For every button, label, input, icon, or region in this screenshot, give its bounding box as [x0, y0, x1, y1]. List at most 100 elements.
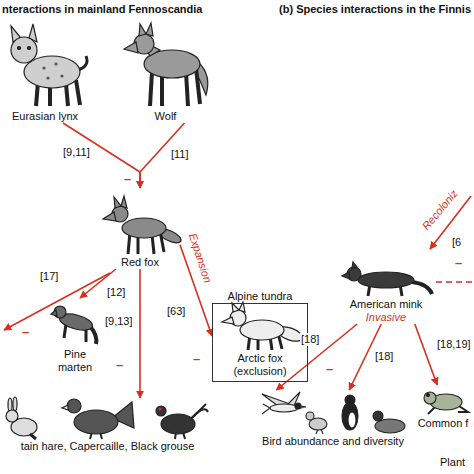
capercaillie-illustration-part [74, 410, 118, 434]
species-label: Pine marten [50, 348, 100, 374]
lynx-illustration-part [76, 80, 80, 105]
red-fox-illustration [103, 196, 183, 254]
mink-illustration-part [358, 272, 414, 288]
species-node: Pine marten [50, 298, 100, 374]
species-label: Common f [414, 417, 472, 430]
pine-marten-illustration-part [64, 324, 66, 338]
reference-number: [18] [374, 350, 394, 363]
illustration-space [50, 298, 100, 348]
birds-illustration-part [345, 395, 355, 405]
reference-number: [17] [40, 270, 58, 283]
species-label: Red fox [100, 256, 180, 269]
minus-sign: – [193, 352, 200, 365]
wolf-illustration [124, 23, 208, 106]
status-label: Invasive [338, 311, 434, 324]
frog-illustration-part [424, 392, 436, 404]
region-box: Alpine tundraArctic fox (exclusion) [212, 290, 308, 382]
pine-marten-illustration-part [51, 310, 57, 316]
process-label: Expansion [186, 232, 214, 285]
arctic-fox-illustration-part [232, 303, 239, 312]
species-label: tain hare, Capercaille, Black grouse [0, 440, 215, 453]
capercaillie-illustration-part [67, 399, 81, 413]
lynx-illustration-part [11, 37, 37, 63]
reference-number: [18,19] [436, 338, 472, 351]
reference-number: [18] [300, 333, 320, 346]
mink-illustration-part [412, 282, 432, 294]
lynx-illustration-part [66, 84, 68, 106]
birds-illustration-part [373, 411, 383, 421]
birds-illustration-part [348, 412, 356, 428]
red-fox-illustration-part [121, 196, 127, 208]
minus-sign: – [326, 362, 333, 375]
species-node: Wolf [118, 18, 213, 123]
mink-illustration-part [352, 262, 357, 268]
capercaillie-illustration-part [62, 405, 68, 410]
arctic-fox-illustration-part [240, 320, 284, 340]
illustration-space [0, 398, 215, 440]
lynx-illustration-part [24, 56, 80, 88]
birds-illustration-part [306, 412, 314, 420]
illustration-space [0, 18, 90, 110]
node-label: Plant [440, 456, 465, 469]
species-label: Eurasian lynx [0, 110, 90, 123]
lynx-illustration-part [18, 47, 21, 50]
leader-arrows [4, 196, 472, 330]
wolf-illustration-part [196, 68, 200, 104]
species-label: American mink [338, 298, 434, 311]
minus-sign: – [116, 358, 123, 371]
frog-illustration [424, 392, 468, 414]
species-label: Wolf [118, 110, 213, 123]
species-node: Red fox [100, 188, 180, 269]
black-grouse-illustration-part [156, 406, 166, 416]
black-grouse-illustration-part [159, 408, 162, 411]
interaction-arrow [63, 123, 140, 188]
region-heading: Alpine tundra [212, 290, 308, 303]
reference-number: [12] [106, 286, 126, 299]
reference-number: [11] [170, 148, 190, 161]
hare-illustration-part [6, 410, 18, 422]
reference-number: [63] [166, 305, 186, 318]
reference-number: [6 [452, 236, 461, 249]
interaction-arrow [276, 324, 357, 390]
red-fox-illustration-part [103, 212, 116, 221]
wolf-illustration-part [139, 24, 146, 36]
lynx-illustration [11, 24, 87, 106]
birds-illustration [262, 392, 405, 434]
wolf-illustration-part [186, 72, 188, 106]
black-grouse-illustration-part [161, 414, 195, 434]
leader-arrows-part [436, 281, 472, 283]
wolf-illustration-part [160, 74, 164, 106]
capercaillie-illustration [62, 399, 134, 439]
black-grouse-illustration-part [190, 404, 206, 420]
arctic-fox-illustration [222, 302, 304, 350]
interaction-arrow [415, 324, 437, 385]
process-label: Recoloniz [419, 187, 460, 232]
lynx-illustration-part [54, 62, 57, 65]
lynx-illustration-part [46, 76, 49, 79]
birds-illustration-part [270, 404, 298, 412]
species-node: Eurasian lynx [0, 18, 90, 123]
interaction-arrow [139, 269, 141, 398]
illustration-space [338, 250, 434, 298]
hare-illustration-part [30, 434, 36, 439]
illustration-space [252, 390, 414, 435]
reference-number: [9,13] [104, 315, 134, 328]
illustration-space [100, 188, 180, 256]
minus-sign: – [124, 172, 131, 185]
species-node: Bird abundance and diversity [252, 390, 414, 448]
region-frame: Arctic fox (exclusion) [212, 303, 308, 382]
panel-title: (b) Species interactions in the Finnis [279, 3, 471, 16]
black-grouse-illustration [156, 404, 208, 439]
lynx-illustration-part [60, 74, 63, 77]
hare-illustration [6, 397, 37, 439]
red-fox-illustration-part [114, 197, 121, 208]
illustration-space [118, 18, 213, 110]
minus-sign: – [22, 325, 29, 338]
pine-marten-illustration [51, 306, 96, 344]
wolf-illustration-part [150, 72, 152, 106]
arctic-fox-illustration-part [222, 317, 234, 324]
birds-illustration-part [342, 402, 358, 430]
